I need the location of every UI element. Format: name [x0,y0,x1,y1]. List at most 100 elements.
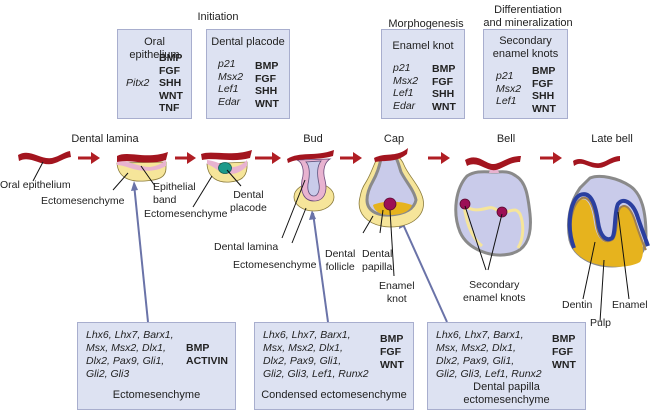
bell-stage [454,156,532,257]
label-pulp: Pulp [590,317,612,329]
gene-line: Gli2, Gli3, Lef1, Runx2 [263,368,369,380]
secondary-enamel-knot [459,198,471,210]
box-title: Ectomesenchyme [112,389,201,401]
gene: Pitx2 [126,77,150,89]
gene-line: Dlx2, Pax9, Gli1, [436,355,515,367]
label-line: Secondary [469,279,520,291]
gene: BMP [380,333,404,345]
gene: SHH [532,90,555,102]
gene: BMP [186,342,210,354]
stage-bud: Bud [303,133,323,145]
gene-line: Dlx2, Pax9, Gli1, [86,355,165,367]
label-line: Epithelial [153,181,196,193]
gene: Lef1 [393,87,414,99]
bud-stage [287,150,335,212]
gene: ACTIVIN [186,355,228,367]
label-enamel-knot: Enamel knot [379,280,415,305]
gene-line: Gli2, Gli3 [86,368,130,380]
label-dental-papilla: Dental papilla [362,248,392,273]
italic-genes: Pitx2 [126,77,149,90]
box-oral-epithelium: Oral epithelium Pitx2 BMP FGF SHH WNT TN… [117,29,192,119]
box-dental-placode: Dental placode p21 Msx2 Lef1 Edar BMP FG… [206,29,290,119]
box-title: Dental papilla ectomesenchyme [428,381,585,407]
gene: TNF [159,102,180,114]
gene: p21 [393,62,411,74]
cap-stage [358,148,424,228]
stage-bell: Bell [496,133,516,145]
label-dentin: Dentin [562,299,593,311]
bold-genes: BMP FGF WNT [552,333,576,372]
oral-epithelium-shape [18,151,71,165]
label-line: enamel knots [463,291,526,304]
gene: BMP [432,63,456,75]
italic-genes: p21 Msx2 Lef1 Edar [218,58,243,108]
label-ectomesenchyme-2: Ectomesenchyme [144,208,228,220]
gene: WNT [255,97,279,110]
gene-line: Msx, Msx2, Dlx1, [86,342,166,354]
gene-line: Gli2, Gli3, Lef1, Runx2 [436,368,542,380]
bold-genes: BMP ACTIVIN [186,342,228,368]
bold-genes: BMP FGF SHH WNT [432,63,456,113]
gene-line: Msx, Msx2, Dlx1, [263,342,343,354]
label-line: Dental [325,248,356,260]
stage-cap: Cap [383,133,405,145]
gene-line: Lhx6, Lhx7, Barx1, [263,329,351,341]
box-title: Enamel knot [392,40,454,52]
label-secondary-enamel-knots: Secondary enamel knots [463,279,525,304]
gene: FGF [159,64,180,77]
late-bell-stage [566,156,650,268]
box-title: Condensed ectomesenchyme [261,389,407,401]
label-oral-epithelium: Oral epithelium [0,179,71,191]
arrow-1 [78,152,100,164]
bold-genes: BMP FGF SHH WNT TNF [159,52,183,115]
italic-genes: Lhx6, Lhx7, Barx1, Msx, Msx2, Dlx1, Dlx2… [263,329,369,381]
gene: SHH [159,77,182,89]
gene: p21 [496,70,514,82]
box-title-line: enamel knots [492,48,559,60]
connector-line-ectomesenchyme [133,183,149,323]
arrow-5 [428,152,450,164]
gene: SHH [432,88,455,100]
phase-initiation: Initiation [197,11,239,23]
gene: WNT [552,359,576,371]
label-enamel: Enamel [612,299,648,311]
box-secondary-enamel-knots: Secondary enamel knots p21 Msx2 Lef1 BMP… [483,29,568,119]
label-line: Enamel [379,280,415,292]
box-ectomesenchyme: Lhx6, Lhx7, Barx1, Msx, Msx2, Dlx1, Dlx2… [77,322,236,410]
box-condensed-ectomesenchyme: Lhx6, Lhx7, Barx1, Msx, Msx2, Dlx1, Dlx2… [254,322,414,410]
phase-differentiation-line-2: and mineralization [483,17,573,29]
gene: WNT [532,102,556,115]
label-line: placode [230,201,267,214]
gene: FGF [532,77,553,90]
arrow-4 [340,152,362,164]
gene-line: Msx, Msx2, Dlx1, [436,342,516,354]
gene: BMP [532,65,556,77]
gene: Msx2 [218,70,244,83]
connector-arrowhead [131,181,138,191]
gene: BMP [552,333,576,345]
label-line: Dental [362,248,393,260]
gene: Msx2 [393,74,419,87]
bold-genes: BMP FGF SHH WNT [532,65,556,115]
label-line: Dental [233,189,264,201]
secondary-enamel-knot [496,206,508,218]
gene: p21 [218,58,236,70]
italic-genes: p21 Msx2 Lef1 [496,70,521,108]
label-epithelial-band: Epithelial band [153,181,196,206]
gene-line: Lhx6, Lhx7, Barx1, [436,329,524,341]
arrow-6 [540,152,562,164]
box-enamel-knot: Enamel knot p21 Msx2 Lef1 Edar BMP FGF S… [381,29,465,119]
box-title: Oral epithelium [129,36,180,61]
gene: SHH [255,85,278,97]
placode-cell-cluster [218,162,232,174]
stage-late-bell: Late bell [591,133,633,145]
bold-genes: BMP FGF WNT [380,333,404,372]
label-ectomesenchyme-3: Ectomesenchyme [233,259,317,271]
bold-genes: BMP FGF SHH WNT [255,60,279,110]
gene-line: Dlx2, Pax9, Gli1, [263,355,342,367]
italic-genes: Lhx6, Lhx7, Barx1, Msx, Msx2, Dlx1, Dlx2… [436,329,542,381]
dental-placode-stage [201,150,252,183]
box-title: Dental placode [211,36,285,48]
gene: FGF [255,72,276,85]
